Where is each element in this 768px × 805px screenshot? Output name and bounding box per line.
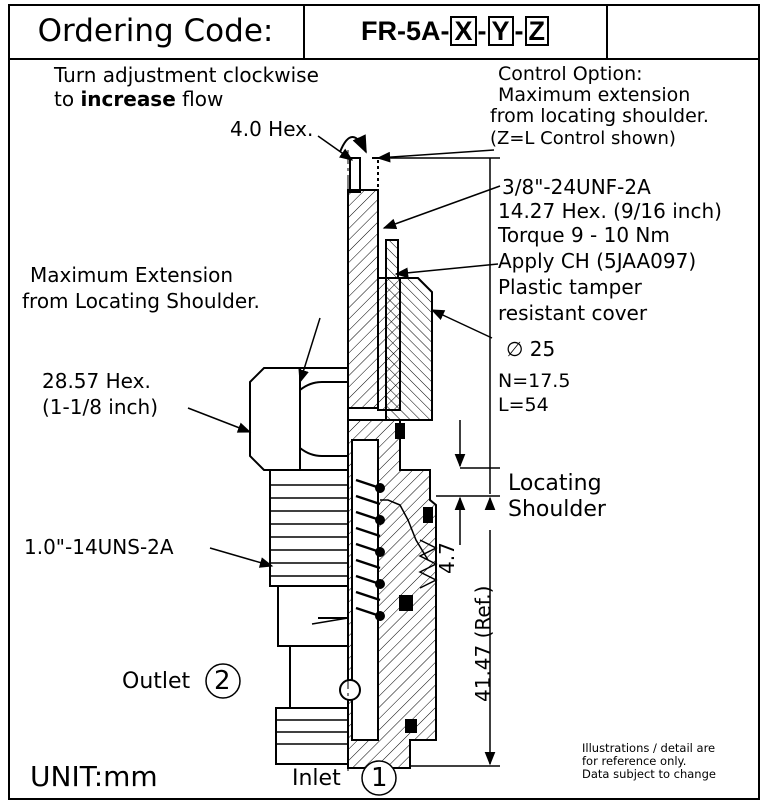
code-prefix: FR-5A-: [360, 15, 450, 46]
n-value-label: N=17.5: [498, 370, 571, 392]
turn-instruction-pre: to: [54, 87, 81, 111]
apply-ch-label: Apply CH (5JAA097): [498, 249, 697, 273]
dimension-lines: [378, 157, 500, 767]
unit-label: UNIT:mm: [30, 760, 158, 793]
thread-section: [269, 469, 349, 587]
ordering-code-label: Ordering Code:: [8, 4, 305, 58]
hex-1427-label: 14.27 Hex. (9/16 inch): [498, 199, 722, 223]
drawing-frame: [8, 4, 760, 800]
locating-shoulder-line2: Shoulder: [508, 497, 606, 522]
dim-41-47: 41.47 (Ref.): [471, 585, 495, 702]
plastic-cover-line1: Plastic tamper: [498, 275, 642, 299]
l-value-label: L=54: [498, 394, 549, 416]
locating-shoulder-line1: Locating: [508, 471, 602, 496]
control-option-line4: (Z=L Control shown): [490, 128, 676, 149]
disclaimer-line3: Data subject to change: [582, 767, 716, 781]
body-hex-28: [249, 367, 349, 471]
leader-lines: [187, 135, 501, 625]
turn-instruction-bold: increase: [80, 87, 176, 111]
thread-3-8-label: 3/8"-24UNF-2A: [502, 175, 651, 199]
code-dash: -: [477, 15, 487, 46]
turn-arrow: [339, 134, 367, 154]
code-option-z: Z: [524, 16, 550, 46]
hex-2857-line1: 28.57 Hex.: [42, 369, 151, 393]
outlet-port-circle: [205, 663, 241, 699]
hex-2857-line2: (1-1/8 inch): [42, 395, 158, 419]
diameter-label: ∅ 25: [506, 337, 556, 361]
control-option-line1: Control Option:: [498, 63, 643, 85]
max-extension-line2: from Locating Shoulder.: [22, 289, 260, 313]
ordering-code-header: Ordering Code: FR-5A- X - Y - Z: [8, 4, 760, 60]
outlet-port-number: 2: [214, 666, 231, 696]
inlet-port-number: 1: [371, 763, 388, 793]
inlet-label: Inlet: [292, 766, 341, 791]
dim-4-7: 4.7: [435, 542, 459, 574]
code-option-y: Y: [487, 16, 514, 46]
control-option-line3: from locating shoulder.: [490, 105, 709, 127]
max-extension-line1: Maximum Extension: [30, 263, 234, 287]
disclaimer-note: Illustrations / detail are for reference…: [582, 742, 716, 781]
turn-instruction-post: flow: [175, 87, 224, 111]
plastic-cover-line2: resistant cover: [498, 301, 648, 325]
torque-label: Torque 9 - 10 Nm: [498, 223, 670, 247]
turn-instruction-line1: Turn adjustment clockwise: [54, 63, 319, 87]
right-section: [339, 419, 438, 769]
disclaimer-line2: for reference only.: [582, 754, 687, 768]
ordering-code-value: FR-5A- X - Y - Z: [305, 4, 608, 58]
tamper-cover: [377, 239, 433, 421]
outlet-label: Outlet: [122, 669, 191, 694]
disclaimer-line1: Illustrations / detail are: [582, 741, 716, 755]
control-option-line2: Maximum extension: [498, 84, 691, 106]
turn-instruction-line2: to increase flow: [54, 88, 223, 111]
hex-4-label: 4.0 Hex.: [230, 117, 314, 141]
lower-body: [275, 585, 349, 765]
thread-1in-label: 1.0"-14UNS-2A: [24, 535, 174, 559]
code-option-x: X: [450, 16, 477, 46]
code-dash: -: [514, 15, 524, 46]
inlet-port-circle: [361, 760, 397, 796]
